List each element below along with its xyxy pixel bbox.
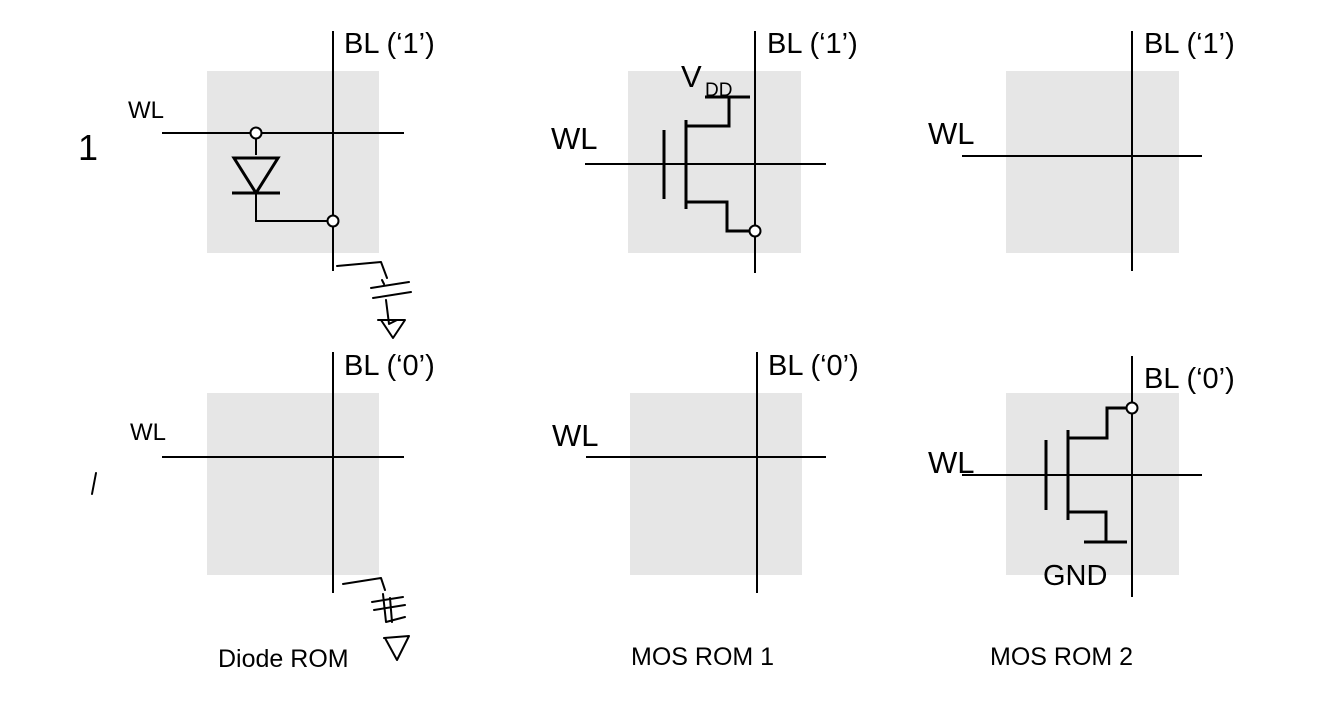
cell-background (207, 71, 379, 253)
vdd-label-subscript: DD (705, 80, 732, 101)
gnd-label: GND (1043, 560, 1107, 592)
bit-line-label: BL (‘1’) (767, 28, 858, 60)
mos-rom2-cell-1: BL (‘1’) WL (928, 28, 1235, 271)
row-label-one: 1 (78, 127, 98, 168)
caption-mos-rom-2: MOS ROM 2 (990, 643, 1133, 671)
caption-diode-rom: Diode ROM (218, 645, 349, 673)
cell-background (630, 393, 802, 575)
word-line-label: WL (928, 445, 975, 480)
bl-junction-node (326, 214, 340, 228)
handwritten-capacitor-ground-icon (336, 261, 412, 339)
mos-rom1-cell-0: BL (‘0’) WL (552, 350, 859, 593)
nmos-transistor-icon (1044, 406, 1127, 542)
bit-line-label: BL (‘0’) (768, 350, 859, 382)
cell-background (207, 393, 379, 575)
caption-mos-rom-1: MOS ROM 1 (631, 643, 774, 671)
bit-line-label: BL (‘1’) (1144, 28, 1235, 60)
nmos-transistor-icon (662, 97, 750, 233)
word-line-label: WL (130, 419, 166, 446)
bl-junction-node (748, 224, 762, 238)
word-line-label: WL (551, 121, 598, 156)
mos-rom1-cell-1: BL (‘1’) WL V DD (551, 28, 858, 273)
diode-icon (231, 156, 281, 196)
diode-rom-cell-0: BL (‘0’) WL (130, 350, 435, 661)
word-line-label: WL (128, 97, 164, 124)
bit-line-label: BL (‘0’) (1144, 363, 1235, 395)
bl-junction-node (1125, 401, 1139, 415)
word-line-label: WL (552, 418, 599, 453)
cell-background (1006, 71, 1179, 253)
bit-line-label: BL (‘0’) (344, 350, 435, 382)
word-line-label: WL (928, 116, 975, 151)
mos-rom2-cell-0: BL (‘0’) WL GND (928, 356, 1235, 597)
diode-rom-cell-1: BL (‘1’) WL (128, 28, 435, 339)
cell-background (1006, 393, 1179, 575)
bit-line-label: BL (‘1’) (344, 28, 435, 60)
wl-junction-node (249, 126, 263, 140)
row-label-zero (91, 472, 97, 495)
cell-background (628, 71, 801, 253)
handwritten-capacitor-ground-icon (342, 577, 410, 661)
vdd-label-main: V (681, 59, 702, 94)
